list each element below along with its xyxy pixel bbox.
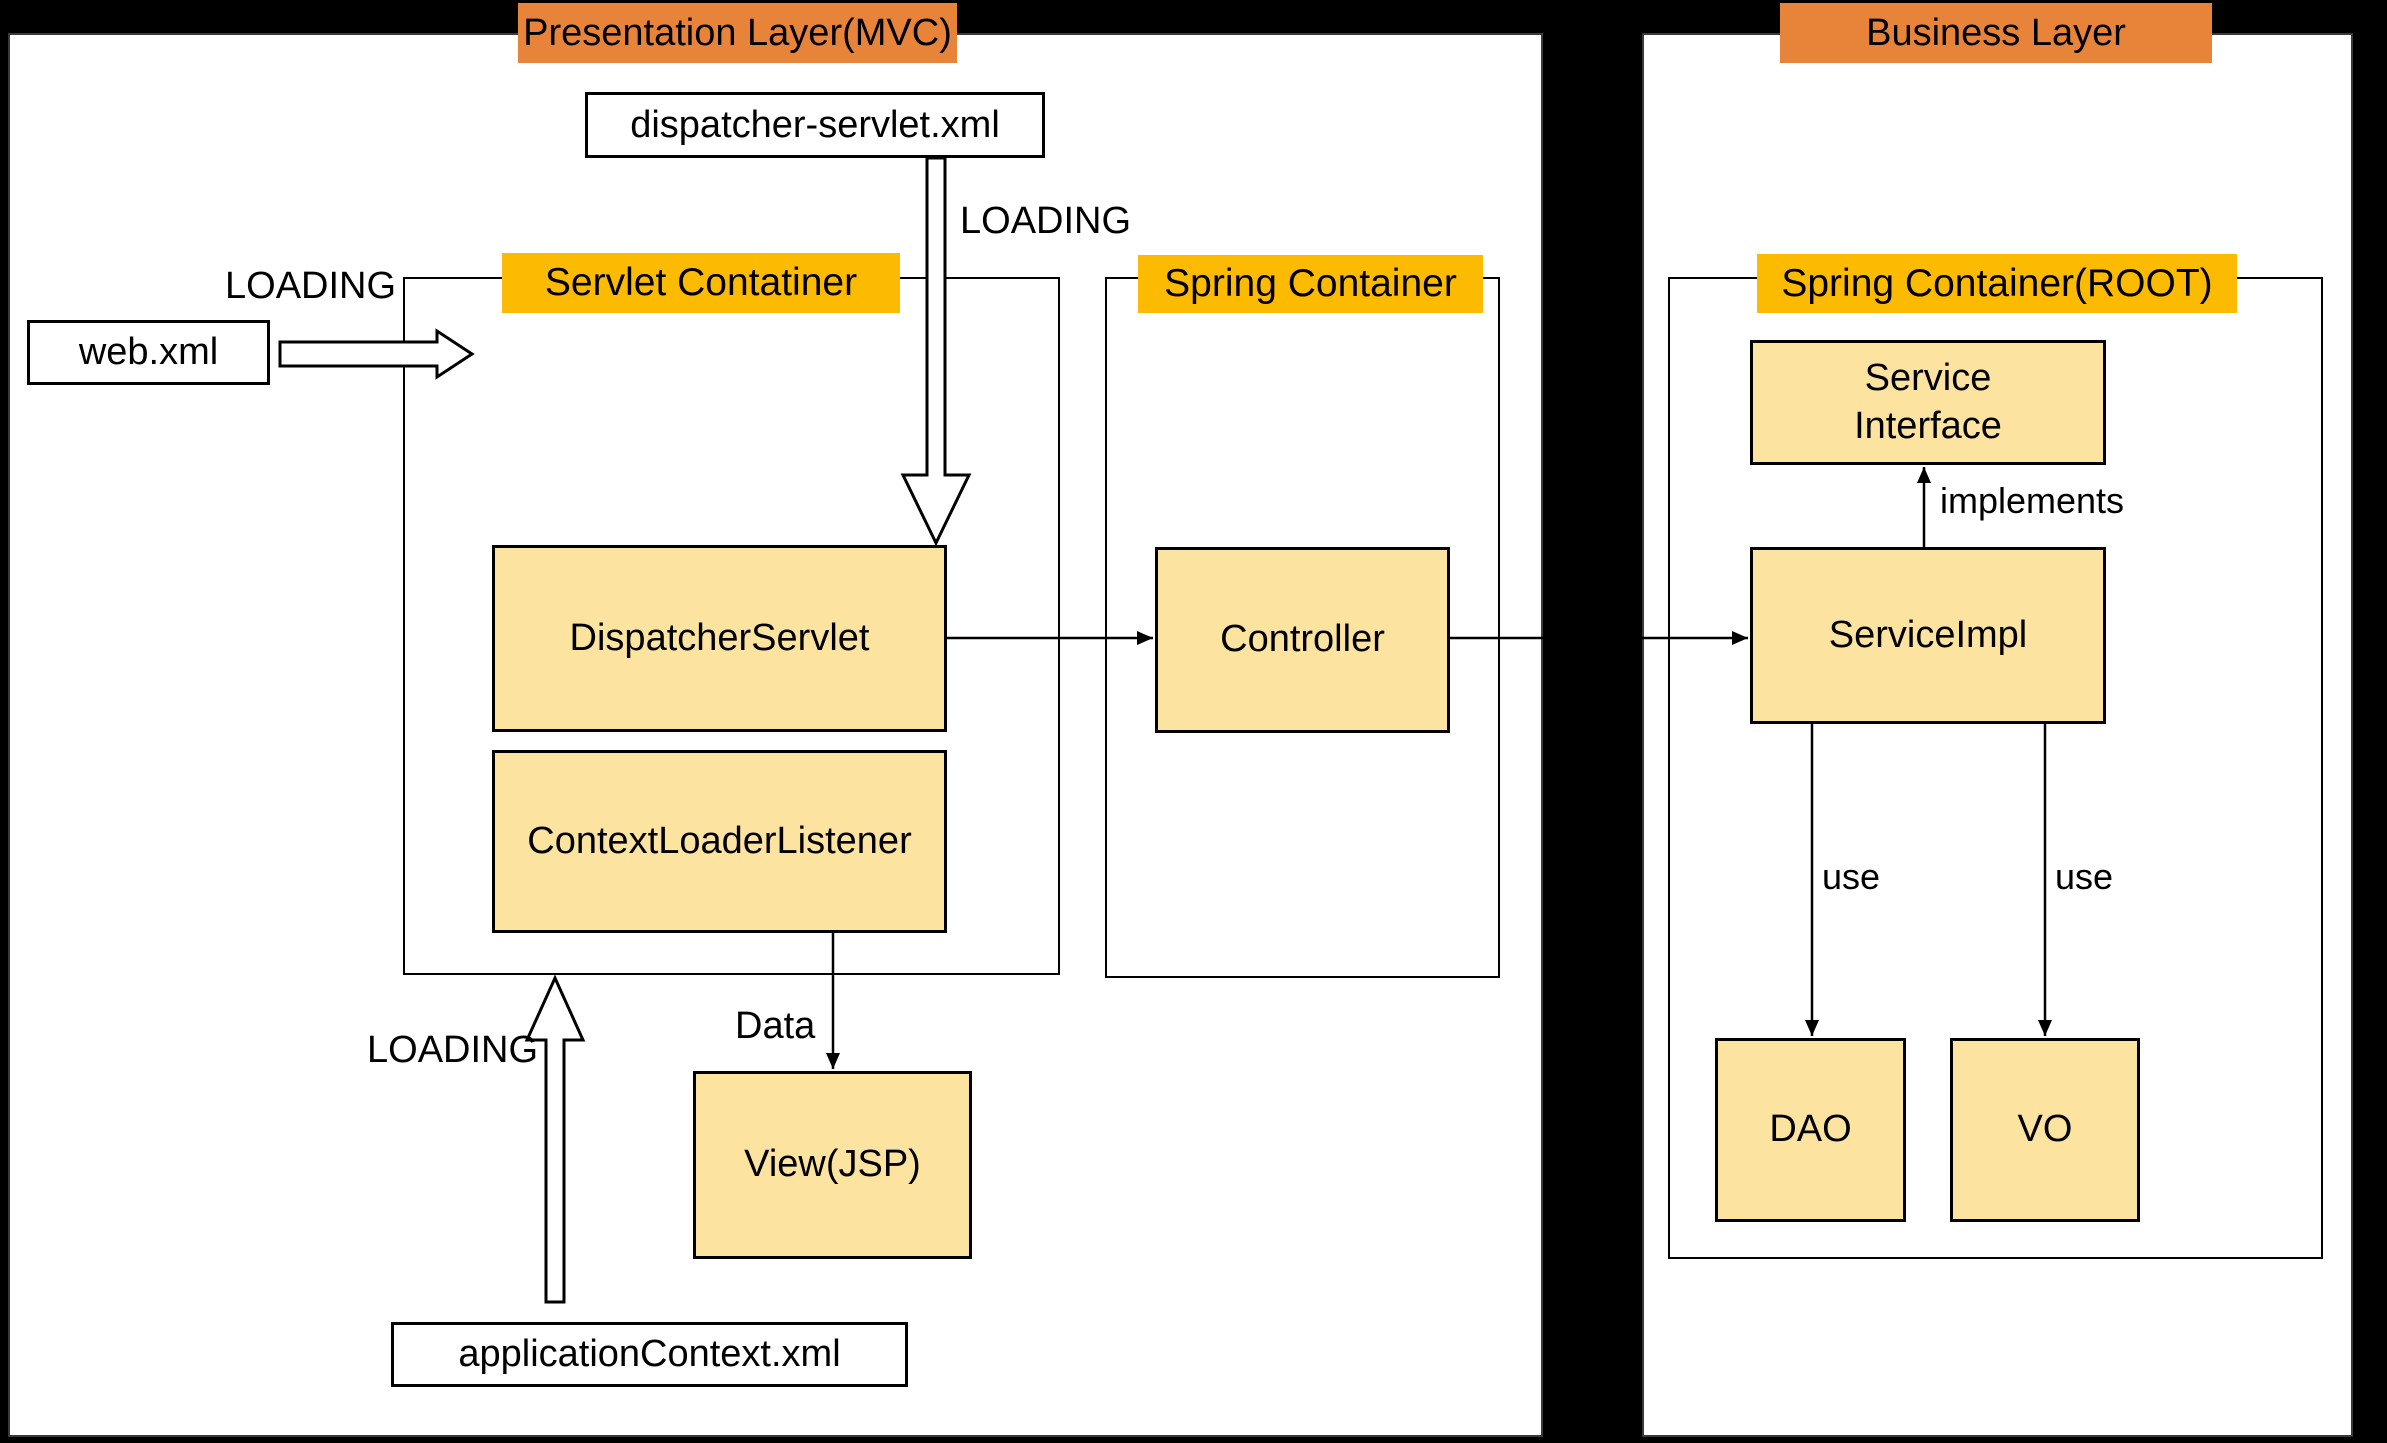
web-xml-box: web.xml [27, 320, 270, 385]
presentation-layer-title: Presentation Layer(MVC) [518, 3, 957, 63]
dao-box: DAO [1715, 1038, 1906, 1222]
controller-box: Controller [1155, 547, 1450, 733]
loading-label-dispatcher-xml: LOADING [960, 200, 1132, 242]
loading-label-application-context: LOADING [367, 1029, 539, 1071]
dispatcher-servlet-xml-box: dispatcher-servlet.xml [585, 92, 1045, 158]
loading-label-web-xml: LOADING [225, 265, 397, 307]
use-label-vo: use [2055, 856, 2114, 897]
context-loader-listener-box: ContextLoaderListener [492, 750, 947, 933]
service-impl-box: ServiceImpl [1750, 547, 2106, 724]
use-label-dao: use [1822, 856, 1881, 897]
spring-container-label: Spring Container [1138, 255, 1483, 313]
business-layer-title: Business Layer [1780, 3, 2212, 63]
implements-label: implements [1940, 480, 2125, 521]
view-jsp-box: View(JSP) [693, 1071, 972, 1259]
application-context-xml-box: applicationContext.xml [391, 1322, 908, 1387]
dispatcher-servlet-box: DispatcherServlet [492, 545, 947, 732]
service-interface-box: Service Interface [1750, 340, 2106, 465]
vo-box: VO [1950, 1038, 2140, 1222]
servlet-container-label: Servlet Contatiner [502, 253, 900, 313]
data-label: Data [735, 1005, 816, 1047]
spring-container-root-label: Spring Container(ROOT) [1757, 254, 2237, 313]
